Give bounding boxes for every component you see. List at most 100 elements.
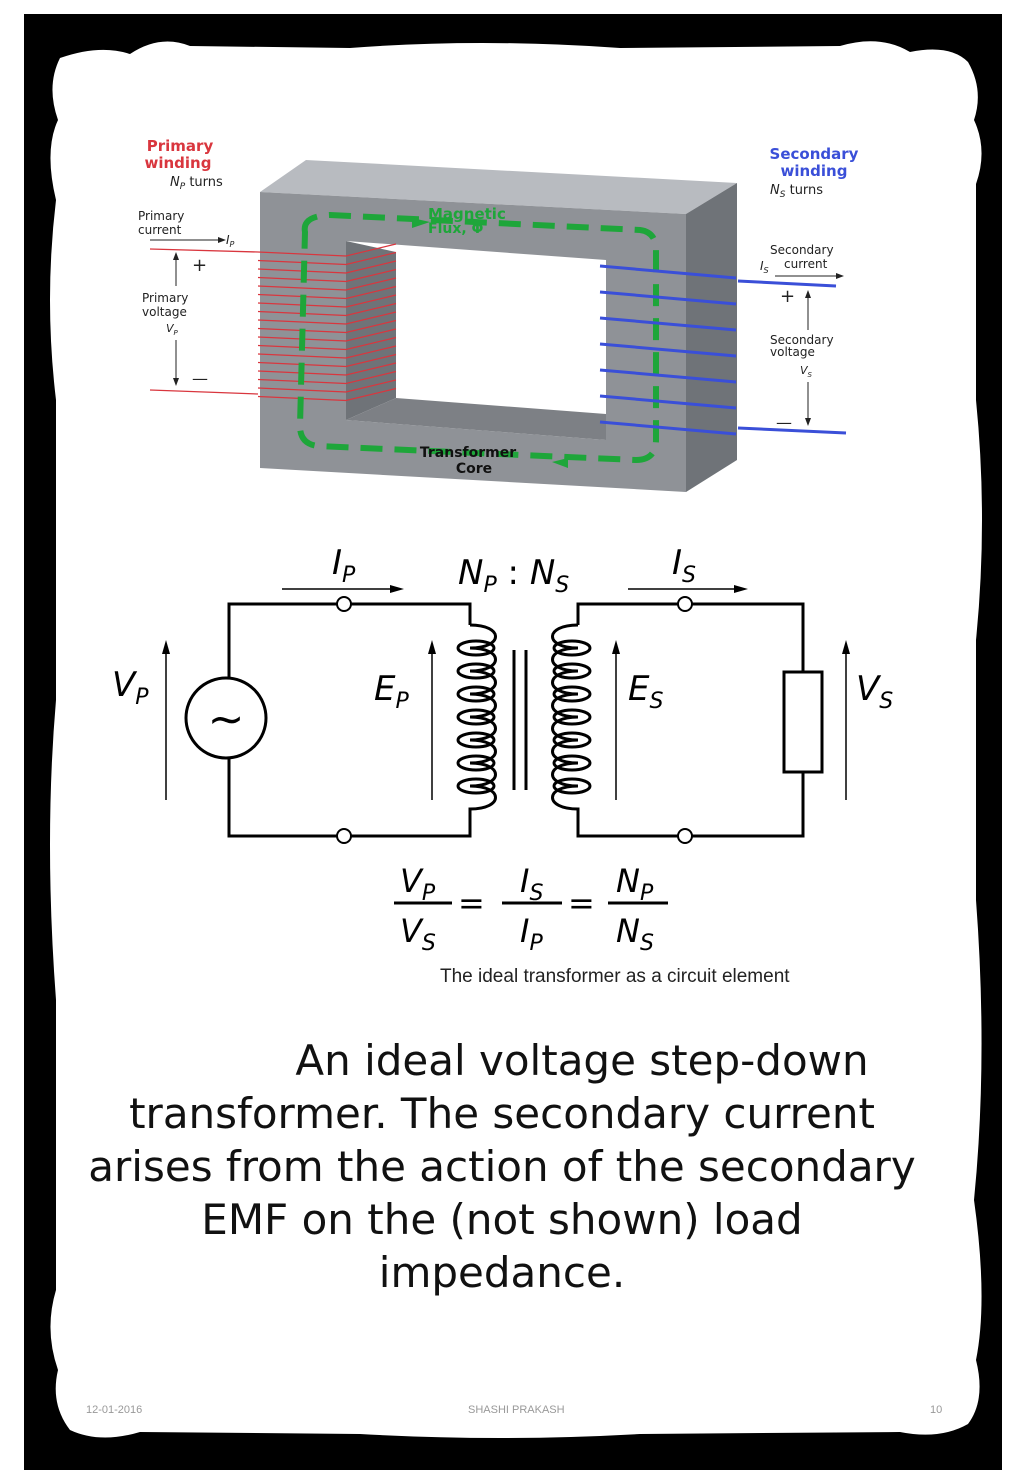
terminal-bottom-primary (336, 828, 352, 844)
primary-coil-turn (257, 294, 397, 308)
coil-path (468, 623, 497, 811)
primary-voltage-symbol: VP (166, 322, 179, 337)
primary-current-symbol: IP (226, 233, 235, 249)
coil-loop (456, 708, 496, 726)
coil-loop (552, 708, 592, 726)
coil-loop (456, 662, 496, 680)
primary-voltage-arrowhead-up (173, 252, 179, 260)
core-top-face (260, 160, 737, 214)
coil-loop (552, 662, 592, 680)
is-arrowhead (734, 585, 748, 593)
flux-label: Magnetic (428, 205, 506, 223)
secondary-minus: — (776, 413, 792, 432)
core-label-2: Core (456, 461, 492, 477)
secondary-coil-turn (599, 264, 737, 280)
body-paragraph: An ideal voltage step-down transformer. … (40, 1034, 964, 1299)
svg-text:IS: IS (520, 862, 543, 906)
coil-loop (552, 731, 592, 749)
secondary-winding-coil (551, 623, 592, 811)
secondary-voltage-label: Secondary (770, 333, 834, 347)
secondary-voltage-symbol: VS (800, 364, 813, 379)
secondary-lead-top (737, 279, 837, 288)
terminal-top-primary (336, 596, 352, 612)
secondary-current-symbol: IS (760, 259, 769, 275)
coil-loop (456, 731, 496, 749)
flux-path (296, 211, 659, 464)
coil-loop (456, 777, 496, 795)
primary-coil-turn (257, 302, 397, 317)
is-label: IS (672, 543, 696, 588)
terminal-top-secondary (677, 596, 693, 612)
primary-coil-turn (257, 319, 397, 334)
primary-coil-turn (257, 328, 397, 342)
coil-loop (552, 639, 592, 657)
vp-arrowhead (162, 640, 170, 654)
ratio-equation: VP VS = IS IP = NP NS (394, 862, 668, 956)
primary-coil-turn (257, 260, 397, 274)
primary-coil-turn (257, 353, 397, 368)
primary-minus: — (192, 369, 208, 388)
primary-current-arrowhead (218, 237, 226, 243)
body-line: impedance. (378, 1248, 626, 1297)
svg-text:=: = (458, 884, 485, 922)
flux-label-2: Flux, Φ (428, 221, 484, 237)
primary-coil-turn (257, 277, 397, 291)
coil-loop (552, 754, 592, 772)
primary-coil-turn (257, 285, 397, 300)
primary-coil-turn (257, 251, 397, 266)
primary-coil-turn (257, 268, 397, 283)
load-resistor (782, 670, 824, 774)
vs-arrowhead (842, 640, 850, 654)
svg-text:VS: VS (400, 912, 436, 956)
es-arrowhead (612, 640, 620, 654)
footer-page-number: 10 (930, 1404, 943, 1416)
secondary-winding-label-2: winding (781, 162, 848, 180)
primary-winding-label: Primary (147, 137, 214, 155)
primary-coil-turn (257, 387, 397, 402)
vs-label: VS (856, 669, 893, 714)
primary-winding-label-2: winding (145, 154, 212, 172)
primary-voltage-arrowhead-down (173, 378, 179, 386)
turns-ratio-label: NP : NS (458, 553, 569, 598)
secondary-coil (599, 264, 737, 436)
terminal-bottom-secondary (677, 828, 693, 844)
body-line: transformer. The secondary current (129, 1089, 875, 1138)
ac-source (184, 676, 268, 760)
coil-loop (456, 754, 496, 772)
secondary-voltage-arrowhead-up (805, 290, 811, 298)
coil-loop (552, 777, 592, 795)
circuit-wires (227, 602, 805, 838)
svg-text:IP: IP (520, 912, 543, 956)
secondary-plus: + (780, 286, 795, 307)
primary-coil (149, 248, 259, 395)
secondary-coil-turn (599, 316, 737, 332)
coil-path (551, 623, 580, 811)
ac-source-symbol: ∼ (208, 694, 245, 745)
primary-coil-turn (257, 345, 397, 359)
primary-current-label-2: current (138, 223, 182, 237)
core-window-depth (346, 241, 396, 420)
flux-arrow-top (412, 218, 430, 228)
secondary-lead-bottom (737, 426, 847, 435)
svg-text:=: = (568, 884, 595, 922)
secondary-current-label-2: current (784, 257, 828, 271)
primary-coil-turn (257, 379, 397, 393)
ip-label: IP (332, 543, 356, 588)
primary-plus: + (192, 255, 207, 276)
figure-caption: The ideal transformer as a circuit eleme… (440, 966, 790, 987)
primary-voltage-label-2: voltage (142, 305, 187, 319)
body-line: EMF on the (not shown) load (201, 1195, 803, 1244)
primary-voltage-label: Primary (142, 291, 188, 305)
primary-turns-label: NP turns (170, 175, 223, 192)
ep-arrowhead (428, 640, 436, 654)
primary-winding-coil (456, 623, 497, 811)
secondary-winding-label: Secondary (770, 145, 859, 163)
primary-coil-turn (257, 243, 397, 257)
footer-date: 12-01-2016 (86, 1404, 143, 1416)
flux-arrow-bottom (552, 458, 568, 468)
secondary-voltage-label-2: voltage (770, 345, 815, 359)
primary-coil-turn (257, 311, 397, 325)
